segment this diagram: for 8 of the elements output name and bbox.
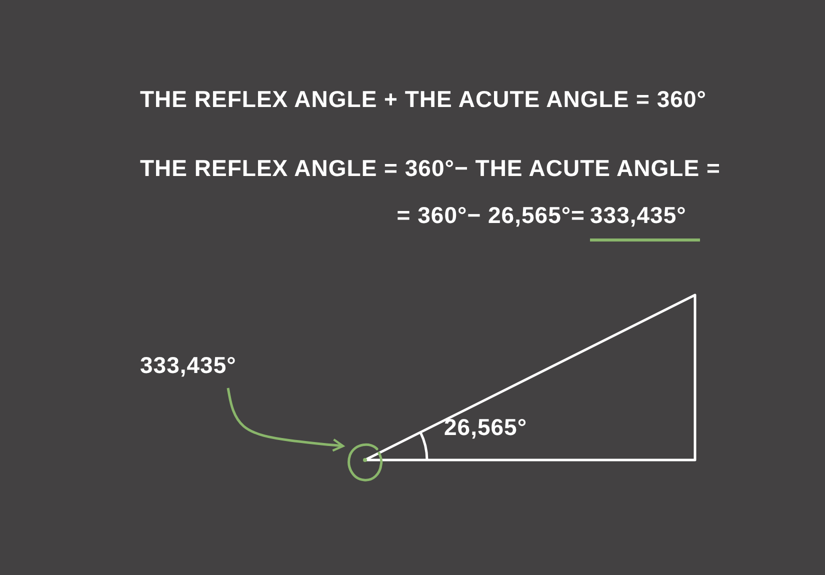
equation-text: 333,435° [590,202,686,229]
arrow [226,388,344,452]
reflex-angle-arc [347,441,385,481]
equation-text: = 360°− 26,565°= [396,202,585,229]
angle-label: 26,565° [444,414,528,441]
angle-value-label: 333,435° [140,352,252,382]
equation-text: THE REFLEX ANGLE + THE ACUTE ANGLE = 360° [140,86,706,113]
equation-text: THE REFLEX ANGLE = 360°− THE ACUTE ANGLE = [140,155,720,182]
